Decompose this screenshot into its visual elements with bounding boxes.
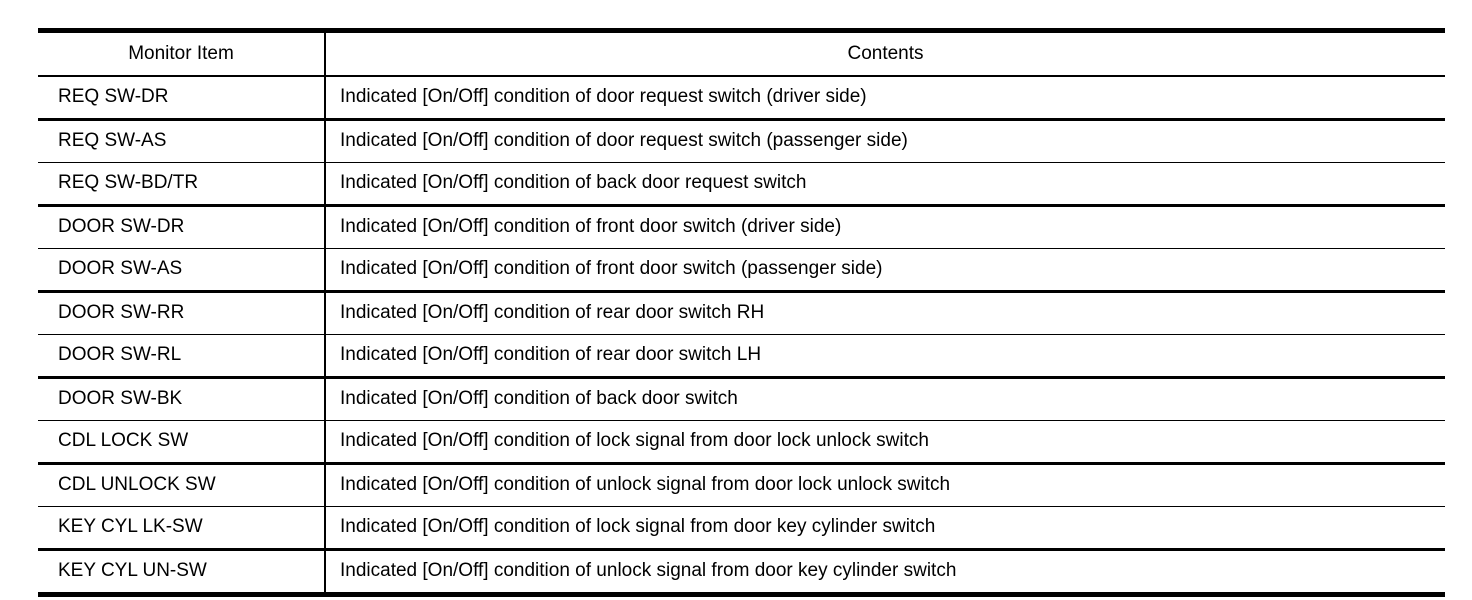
table-row: DOOR SW-AS Indicated [On/Off] condition … bbox=[38, 248, 1445, 293]
table-row: DOOR SW-DR Indicated [On/Off] condition … bbox=[38, 205, 1445, 249]
contents-column-header: Contents bbox=[325, 30, 1445, 77]
monitor-item-column-header: Monitor Item bbox=[38, 30, 326, 77]
table-row: REQ SW-AS Indicated [On/Off] condition o… bbox=[38, 119, 1445, 163]
contents-cell: Indicated [On/Off] condition of door req… bbox=[325, 76, 1445, 121]
monitor-item-cell: CDL LOCK SW bbox=[38, 420, 326, 465]
table-row: KEY CYL UN-SW Indicated [On/Off] conditi… bbox=[38, 549, 1445, 595]
monitor-item-cell: DOOR SW-RL bbox=[38, 334, 326, 379]
monitor-item-cell: DOOR SW-DR bbox=[38, 205, 326, 249]
monitor-item-cell: REQ SW-AS bbox=[38, 119, 326, 163]
monitor-item-cell: REQ SW-BD/TR bbox=[38, 162, 326, 207]
monitor-item-cell: KEY CYL UN-SW bbox=[38, 549, 326, 595]
contents-cell: Indicated [On/Off] condition of lock sig… bbox=[325, 506, 1445, 551]
table-row: CDL UNLOCK SW Indicated [On/Off] conditi… bbox=[38, 463, 1445, 507]
monitor-item-table: Monitor Item Contents REQ SW-DR Indicate… bbox=[38, 28, 1445, 597]
contents-cell: Indicated [On/Off] condition of door req… bbox=[325, 119, 1445, 163]
table-header-row: Monitor Item Contents bbox=[38, 30, 1445, 77]
contents-cell: Indicated [On/Off] condition of front do… bbox=[325, 248, 1445, 293]
contents-cell: Indicated [On/Off] condition of back doo… bbox=[325, 377, 1445, 421]
contents-cell: Indicated [On/Off] condition of unlock s… bbox=[325, 463, 1445, 507]
table-row: REQ SW-DR Indicated [On/Off] condition o… bbox=[38, 76, 1445, 121]
monitor-item-cell: DOOR SW-AS bbox=[38, 248, 326, 293]
monitor-item-cell: DOOR SW-RR bbox=[38, 291, 326, 335]
contents-cell: Indicated [On/Off] condition of back doo… bbox=[325, 162, 1445, 207]
table-row: DOOR SW-BK Indicated [On/Off] condition … bbox=[38, 377, 1445, 421]
monitor-item-cell: DOOR SW-BK bbox=[38, 377, 326, 421]
contents-cell: Indicated [On/Off] condition of rear doo… bbox=[325, 291, 1445, 335]
monitor-item-cell: KEY CYL LK-SW bbox=[38, 506, 326, 551]
table-row: KEY CYL LK-SW Indicated [On/Off] conditi… bbox=[38, 506, 1445, 551]
table-row: CDL LOCK SW Indicated [On/Off] condition… bbox=[38, 420, 1445, 465]
table-row: DOOR SW-RL Indicated [On/Off] condition … bbox=[38, 334, 1445, 379]
table-row: REQ SW-BD/TR Indicated [On/Off] conditio… bbox=[38, 162, 1445, 207]
contents-cell: Indicated [On/Off] condition of rear doo… bbox=[325, 334, 1445, 379]
contents-cell: Indicated [On/Off] condition of front do… bbox=[325, 205, 1445, 249]
monitor-item-cell: REQ SW-DR bbox=[38, 76, 326, 121]
contents-cell: Indicated [On/Off] condition of lock sig… bbox=[325, 420, 1445, 465]
document-page: Monitor Item Contents REQ SW-DR Indicate… bbox=[0, 28, 1472, 600]
monitor-item-cell: CDL UNLOCK SW bbox=[38, 463, 326, 507]
table-row: DOOR SW-RR Indicated [On/Off] condition … bbox=[38, 291, 1445, 335]
contents-cell: Indicated [On/Off] condition of unlock s… bbox=[340, 560, 957, 582]
